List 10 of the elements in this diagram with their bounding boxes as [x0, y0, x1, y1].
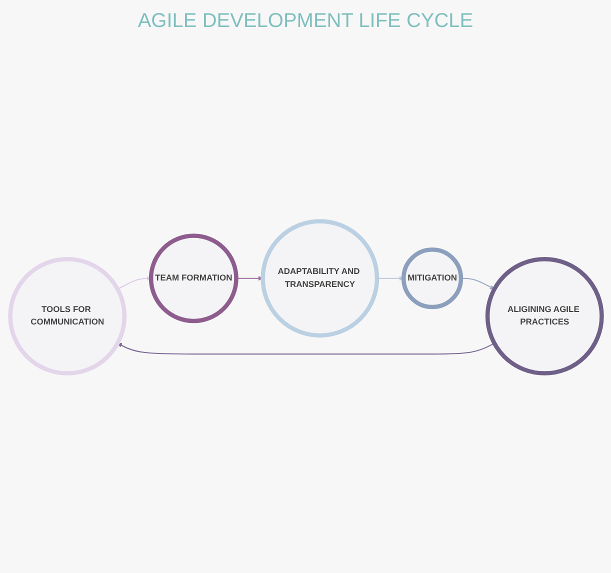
- node-circle: TOOLS FOR COMMUNICATION: [8, 256, 126, 376]
- arrow: [376, 276, 404, 280]
- arrow: [116, 342, 494, 354]
- node-circle: ADAPTABILITY AND TRANSPARENCY: [260, 218, 379, 338]
- arrow: [460, 278, 494, 290]
- node-circle: MITIGATION: [400, 247, 463, 309]
- node-circle: TEAM FORMATION: [148, 233, 238, 323]
- arrow: [116, 276, 151, 290]
- node-circle: ALIGINING AGILE PRACTICES: [484, 256, 604, 376]
- diagram-title: AGILE DEVELOPMENT LIFE CYCLE: [138, 10, 474, 33]
